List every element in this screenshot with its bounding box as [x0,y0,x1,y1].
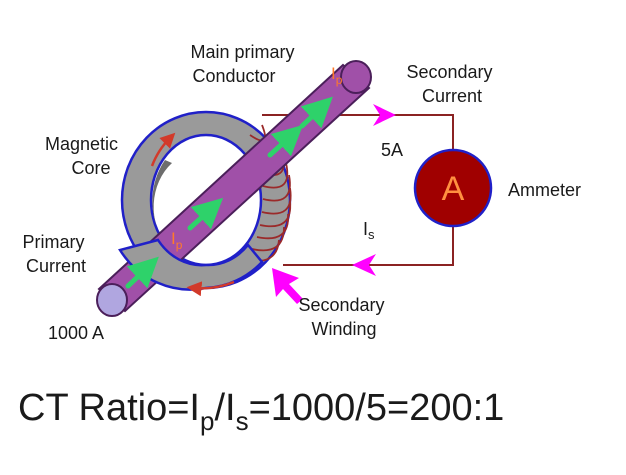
secondary-winding-label: Secondary Winding [298,295,389,339]
primary-flow-arrows [125,96,333,289]
primary-rating-label: 1000 A [48,323,104,343]
ct-ratio-formula: CT Ratio=Ip/Is=1000/5=200:1 [18,387,504,436]
ip-label-bottom: Ip [171,229,183,252]
flux-arrow-top [150,132,176,167]
winding-pointer-arrow [272,268,303,304]
flux-arrow-bottom [186,280,235,297]
ammeter-symbol: A [442,170,465,208]
magnetic-core-label: Magnetic Core [45,134,123,178]
primary-current-label: Primary Current [22,232,89,276]
secondary-current-label: Secondary Current [406,62,497,106]
secondary-current-arrow-top [373,104,396,126]
ip-label-top: Ip [331,64,343,87]
secondary-current-arrow-bottom [352,254,376,276]
ammeter-label: Ammeter [508,180,581,200]
is-label: Is [363,219,375,242]
main-primary-label: Main primary Conductor [190,42,299,86]
secondary-rating-label: 5A [381,140,403,160]
ammeter: A [413,148,493,228]
